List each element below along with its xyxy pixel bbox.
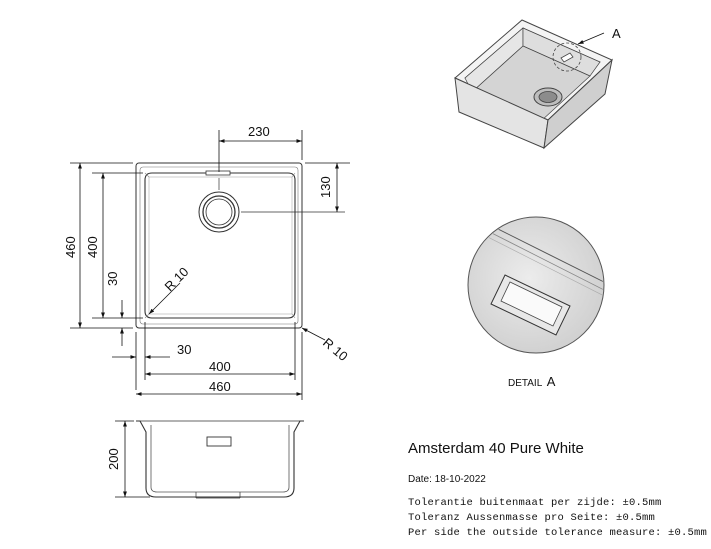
drain-outer: [198, 191, 240, 233]
dim-label-460-vertical: 460: [63, 236, 78, 258]
dim-label-460-horizontal: 460: [209, 379, 231, 394]
section-overflow-slot: [206, 436, 232, 447]
callout-label-a: A: [612, 26, 621, 41]
dim-label-130: 130: [318, 176, 333, 198]
dim-label-r10-inner: R 10: [162, 264, 192, 294]
drain-ring: [202, 195, 236, 229]
isometric-sink: A: [454, 19, 621, 150]
detail-caption: DETAIL A: [508, 373, 555, 391]
section-dimensions: 200: [106, 420, 150, 498]
plan-view: [135, 162, 345, 329]
dim-label-230: 230: [248, 124, 270, 139]
dim-label-30-vertical: 30: [105, 272, 120, 286]
drain-inner: [205, 198, 233, 226]
plan-dimensions: 230 130 460 400 30 R 10 R 10 30 400 460: [63, 124, 351, 400]
sink-basin-outline: [144, 172, 296, 319]
tolerance-line-en: Per side the outside tolerance measure: …: [408, 527, 708, 539]
detail-circle: [467, 216, 605, 354]
dim-label-400-horizontal: 400: [209, 359, 231, 374]
detail-word: DETAIL: [508, 378, 543, 389]
tolerance-line-de: Toleranz Aussenmasse pro Seite: ±0.5mm: [408, 512, 656, 524]
section-outer-wall: [136, 420, 304, 498]
product-title: Amsterdam 40 Pure White: [408, 440, 584, 457]
section-inner-wall: [150, 425, 290, 493]
overflow-slot: [205, 170, 231, 176]
sink-rim-inner-outline: [139, 166, 299, 325]
dim-label-r10-outer: R 10: [320, 335, 351, 364]
detail-a-view: [467, 216, 605, 354]
tolerance-line-nl: Tolerantie buitenmaat per zijde: ±0.5mm: [408, 497, 662, 509]
dim-label-30-horizontal: 30: [177, 342, 191, 357]
dim-label-200: 200: [106, 448, 121, 470]
iso-detail-circle: [552, 42, 582, 72]
date-line: Date: 18-10-2022: [408, 474, 486, 485]
dim-label-400-vertical: 400: [85, 236, 100, 258]
section-view: [136, 420, 304, 499]
detail-letter: A: [546, 374, 556, 389]
